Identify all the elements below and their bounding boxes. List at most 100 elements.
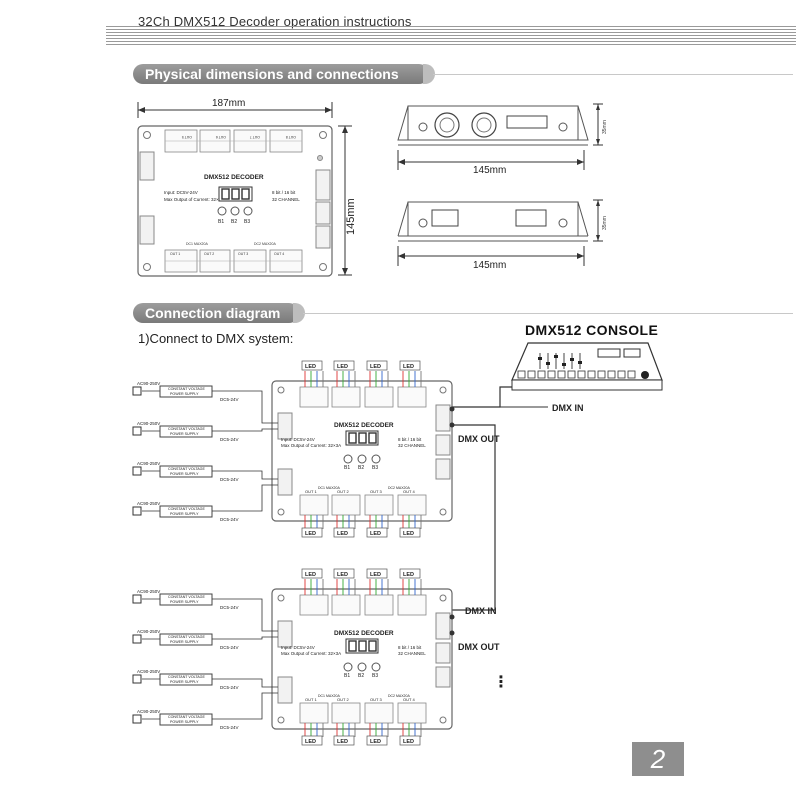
led-label: LED: [305, 364, 316, 370]
dc-label: DC5-24V: [220, 397, 239, 402]
psu-line1: CONSTANT VOLTAGE: [168, 595, 205, 599]
psu-line2: POWER SUPPLY: [170, 640, 199, 644]
unit-out4: OUT 4: [403, 697, 415, 702]
width-label: 187mm: [212, 98, 245, 109]
connect-subhead: 1)Connect to DMX system:: [138, 331, 294, 346]
psu-line1: CONSTANT VOLTAGE: [168, 427, 205, 431]
dimensions-diagram: 187mm 145mm DMX512 DECODER Input: DC5V-2…: [137, 98, 608, 277]
unit-dc1: DC1 MAX20A: [318, 486, 340, 490]
unit-input: Input: DC5V-24V: [281, 437, 315, 442]
board-b3: B3: [244, 219, 250, 225]
psu-line2: POWER SUPPLY: [170, 680, 199, 684]
psu-line1: CONSTANT VOLTAGE: [168, 675, 205, 679]
connection-diagram: DMX IN DMX OUT DMX IN DMX OUT ⋮ LED LED LE…: [132, 342, 663, 746]
side-depth-bottom: 35mm: [602, 216, 608, 230]
board-out3: OUT 3: [238, 252, 248, 256]
dmx-in-label-1: DMX IN: [552, 403, 584, 413]
psu-line2: POWER SUPPLY: [170, 472, 199, 476]
unit-title: DMX512 DECODER: [334, 630, 394, 637]
section-physical: Physical dimensions and connections: [133, 64, 435, 84]
psu-line1: CONSTANT VOLTAGE: [168, 635, 205, 639]
led-label: LED: [370, 572, 381, 578]
psu-line2: POWER SUPPLY: [170, 432, 199, 436]
unit-max-output: Max Output of Current: 32×3A: [281, 443, 341, 448]
section-connection-label: Connection diagram: [145, 305, 281, 321]
psu-line1: CONSTANT VOLTAGE: [168, 715, 205, 719]
console-title: DMX512 CONSOLE: [525, 322, 659, 338]
led-label: LED: [403, 364, 414, 370]
board-out7: OUT 7: [250, 135, 260, 139]
section-rule-2: [303, 313, 793, 314]
board-channel: 32 CHANNEL: [272, 197, 300, 202]
psu-line1: CONSTANT VOLTAGE: [168, 387, 205, 391]
unit-out3: OUT 3: [370, 489, 382, 494]
led-label: LED: [370, 739, 381, 745]
unit-b2: B2: [358, 465, 364, 471]
height-label: 145mm: [345, 198, 357, 235]
unit-channel: 32 CHANNEL: [398, 443, 426, 448]
dc-label: DC5-24V: [220, 477, 239, 482]
psu-line2: POWER SUPPLY: [170, 392, 199, 396]
unit-bits: 8 bit / 16 bit: [398, 437, 422, 442]
continue-dots: ⋮: [493, 674, 509, 691]
led-label: LED: [337, 531, 348, 537]
led-label: LED: [403, 739, 414, 745]
unit-dc1: DC1 MAX20A: [318, 694, 340, 698]
side-depth-top: 35mm: [602, 120, 608, 134]
psu-line2: POWER SUPPLY: [170, 512, 199, 516]
led-label: LED: [403, 572, 414, 578]
unit-max-output: Max Output of Current: 32×3A: [281, 651, 341, 656]
section-connection: Connection diagram: [133, 303, 305, 323]
board-out5: OUT 5: [182, 135, 192, 139]
document-title: 32Ch DMX512 Decoder operation instructio…: [138, 14, 412, 29]
dc-label: DC5-24V: [220, 517, 239, 522]
side-width-bottom: 145mm: [473, 260, 506, 271]
unit-title: DMX512 DECODER: [334, 422, 394, 429]
ac-label: AC90-250V: [137, 501, 160, 506]
board-out1: OUT 1: [170, 252, 180, 256]
ac-label: AC90-250V: [137, 381, 160, 386]
unit-channel: 32 CHANNEL: [398, 651, 426, 656]
dc-label: DC5-24V: [220, 685, 239, 690]
board-max-output: Max Output of Current: 32×3A: [164, 197, 224, 202]
psu-line2: POWER SUPPLY: [170, 720, 199, 724]
unit-out2: OUT 2: [337, 489, 349, 494]
led-label: LED: [305, 739, 316, 745]
dc-label: DC5-24V: [220, 605, 239, 610]
ac-label: AC90-250V: [137, 421, 160, 426]
unit-out1: OUT 1: [305, 489, 317, 494]
dc-label: DC5-24V: [220, 437, 239, 442]
board-out2: OUT 2: [204, 252, 214, 256]
psu-line1: CONSTANT VOLTAGE: [168, 467, 205, 471]
board-out6: OUT 6: [216, 135, 226, 139]
dc-label: DC5-24V: [220, 725, 239, 730]
unit-b3: B3: [372, 673, 378, 679]
dmx-in-label-2: DMX IN: [465, 606, 497, 616]
led-label: LED: [370, 531, 381, 537]
unit-b1: B1: [344, 673, 350, 679]
ac-label: AC90-250V: [137, 669, 160, 674]
unit-b3: B3: [372, 465, 378, 471]
dmx-console: [511, 342, 663, 391]
led-label: LED: [337, 739, 348, 745]
psu-line2: POWER SUPPLY: [170, 600, 199, 604]
board-title: DMX512 DECODER: [204, 174, 264, 181]
page-number: 2: [632, 742, 684, 776]
board-bits: 8 bit / 16 bit: [272, 190, 296, 195]
unit-b2: B2: [358, 673, 364, 679]
unit-bits: 8 bit / 16 bit: [398, 645, 422, 650]
board-b1: B1: [218, 219, 224, 225]
board-dc2: DC2 MAX20A: [254, 242, 276, 246]
ac-label: AC90-250V: [137, 709, 160, 714]
unit-dc2: DC2 MAX20A: [388, 486, 410, 490]
board-out8: OUT 8: [286, 135, 296, 139]
section-physical-label: Physical dimensions and connections: [145, 66, 399, 82]
unit-b1: B1: [344, 465, 350, 471]
dmx-out-label-2: DMX OUT: [458, 642, 500, 652]
ac-label: AC90-250V: [137, 629, 160, 634]
dmx-out-label-1: DMX OUT: [458, 434, 500, 444]
board-out4: OUT 4: [274, 252, 284, 256]
led-label: LED: [337, 364, 348, 370]
